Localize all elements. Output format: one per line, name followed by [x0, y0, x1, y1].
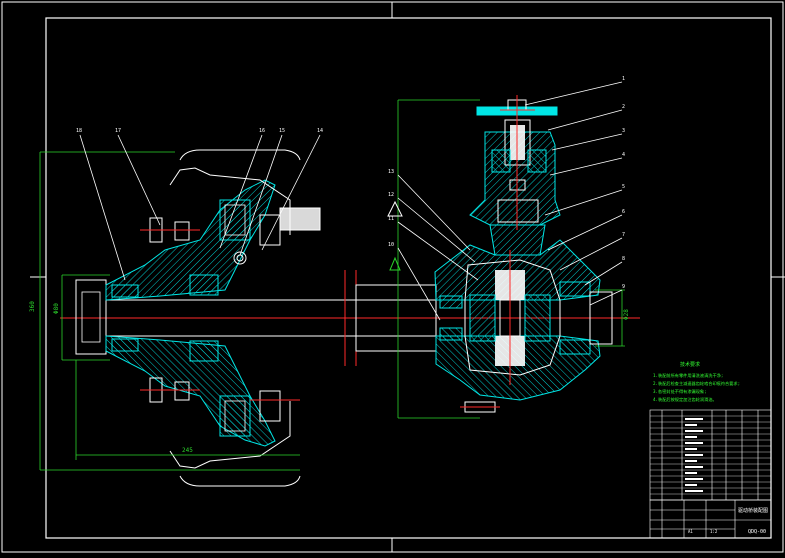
parts-entry-mark: [685, 436, 697, 438]
svg-text:15: 15: [279, 128, 285, 134]
parts-entry-mark: [685, 418, 703, 420]
svg-text:9: 9: [622, 284, 625, 290]
svg-text:10: 10: [388, 242, 394, 248]
drawing-name: 驱动桥装配图: [738, 507, 768, 514]
parts-list-entries: [685, 418, 703, 492]
svg-text:2: 2: [622, 104, 625, 110]
svg-text:11: 11: [388, 216, 394, 222]
left-dimensions: [39, 151, 300, 471]
wheel-hub-assembly: [75, 149, 437, 487]
drawing-number: QDQ-00: [748, 529, 766, 535]
svg-text:5: 5: [622, 184, 625, 190]
note-line-1: 1.装配前所有零件用清洗液清洗干净;: [653, 372, 723, 379]
parts-entry-mark: [685, 466, 703, 468]
svg-text:7: 7: [622, 232, 625, 238]
technical-notes: 技术要求 1.装配前所有零件用清洗液清洗干净; 2.装配后检查主减速器齿轮啮合印…: [653, 361, 740, 403]
drawing-scale: 1:2: [710, 529, 718, 534]
drawing-frame: [45, 17, 772, 539]
title-block: [649, 499, 772, 539]
parts-entry-mark: [685, 442, 703, 444]
left-leaders: [79, 134, 321, 281]
parts-list: [649, 409, 772, 501]
parts-entry-mark: [685, 454, 703, 456]
svg-text:17: 17: [115, 128, 121, 134]
note-line-2: 2.装配后检查主减速器齿轮啮合印痕符合要求;: [653, 380, 740, 387]
parts-entry-mark: [685, 424, 697, 426]
right-dimensions: [397, 99, 625, 419]
dim-left-overall: 360: [29, 301, 36, 312]
left-balloon-labels: 18 17 16 15 14: [76, 128, 323, 134]
svg-text:12: 12: [388, 192, 394, 198]
dim-left-bottom: 245: [182, 447, 193, 454]
centering-marks: [30, 2, 785, 552]
svg-text:16: 16: [259, 128, 265, 134]
dim-right-flange: Φ28: [623, 309, 630, 320]
right-balloon-labels: 1 2 3 4 5 6 7 8 9 13 12 11 10: [388, 76, 625, 290]
parts-entry-mark: [685, 490, 703, 492]
parts-entry-mark: [685, 472, 697, 474]
svg-text:14: 14: [317, 128, 323, 134]
parts-list-rows: [650, 415, 771, 495]
parts-entry-mark: [685, 430, 703, 432]
parts-entry-mark: [685, 448, 697, 450]
parts-entry-mark: [685, 460, 697, 462]
note-line-3: 3.各密封处不得有渗漏现象;: [653, 388, 707, 395]
drawing-sheet: A1: [688, 529, 693, 534]
svg-text:13: 13: [388, 169, 394, 175]
svg-text:4: 4: [622, 152, 625, 158]
svg-text:6: 6: [622, 209, 625, 215]
svg-text:3: 3: [622, 128, 625, 134]
final-drive-assembly: [434, 95, 613, 413]
parts-entry-mark: [685, 484, 697, 486]
svg-text:18: 18: [76, 128, 82, 134]
svg-text:1: 1: [622, 76, 625, 82]
note-line-4: 4.装配后按规定加注齿轮润滑油。: [653, 396, 717, 403]
right-leaders: [397, 81, 623, 321]
notes-title: 技术要求: [680, 361, 700, 368]
parts-entry-mark: [685, 478, 703, 480]
svg-text:8: 8: [622, 256, 625, 262]
dim-left-bore: Φ80: [53, 303, 60, 314]
